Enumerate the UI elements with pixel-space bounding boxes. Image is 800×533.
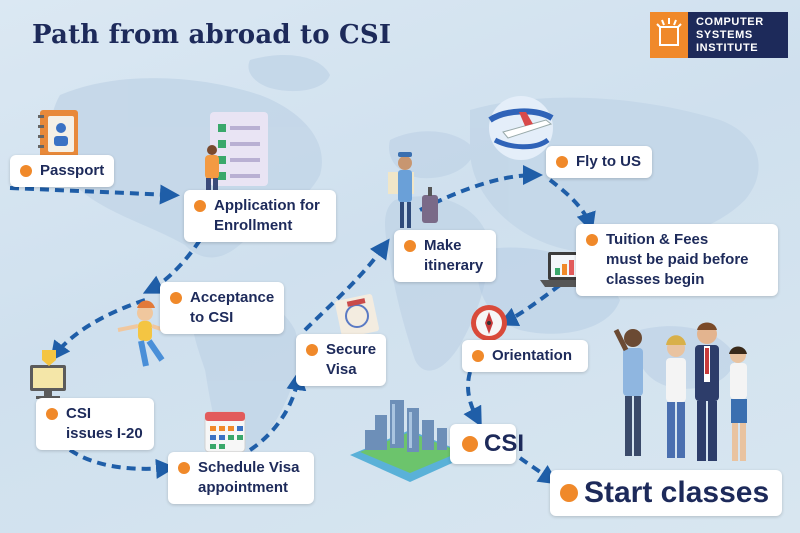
step-label: issues I-20 [66,425,143,442]
logo-mark-icon [650,12,688,58]
visa-stamp-icon [335,294,379,338]
step-label: Make [424,237,462,254]
airplane-icon [488,96,554,160]
step-label: to CSI [190,309,234,326]
students-icon [613,322,747,461]
step-tuition: Tuition & Fees must be paid before class… [576,224,778,296]
step-orientation: Orientation [462,340,588,372]
step-label: Tuition & Fees [606,231,709,248]
step-label: Schedule Visa [198,459,300,476]
step-label: Application for [214,197,320,214]
step-dot [462,436,478,452]
step-label: Passport [40,162,105,179]
step-label: Start classes [584,476,770,509]
step-label: Enrollment [214,217,293,234]
logo-text: COMPUTER SYSTEMS INSTITUTE [688,16,764,55]
step-dot [170,292,182,304]
checklist-icon [205,112,268,192]
step-label: appointment [198,479,288,496]
step-dot [306,344,318,356]
step-dot [20,165,32,177]
step-label: Acceptance [190,289,275,306]
step-acceptance: Acceptance to CSI [160,282,284,334]
step-label: CSI [66,405,92,422]
step-dot [556,156,568,168]
step-application: Application for Enrollment [184,190,336,242]
step-dot [46,408,58,420]
step-label: Secure [326,341,377,358]
step-i20: CSI issues I-20 [36,398,154,450]
step-secure-visa: Secure Visa [296,334,386,386]
step-label: itinerary [424,257,484,274]
step-label: Orientation [492,347,573,364]
logo-line: SYSTEMS [696,28,753,41]
step-passport: Passport [10,155,114,187]
step-label: Visa [326,361,357,378]
passport-icon [38,110,78,158]
logo-line: INSTITUTE [696,41,759,54]
computer-icon [30,350,66,399]
calendar-icon [204,411,246,453]
step-itinerary: Make itinerary [394,230,496,282]
step-start-classes: Start classes [550,470,782,516]
step-dot [560,484,578,502]
step-label: must be paid before [606,251,749,268]
csi-logo: COMPUTER SYSTEMS INSTITUTE [650,12,788,58]
step-csi: CSI [450,424,524,464]
logo-line: COMPUTER [696,15,764,28]
step-dot [472,350,484,362]
city-icon [350,400,470,482]
step-label: Fly to US [576,153,642,170]
step-label: classes begin [606,271,705,288]
step-dot [586,234,598,246]
step-fly: Fly to US [546,146,652,178]
step-dot [194,200,206,212]
step-dot [178,462,190,474]
step-schedule-visa: Schedule Visa appointment [168,452,314,504]
step-dot [404,240,416,252]
person-jump-icon [117,300,171,367]
compass-icon [471,305,507,341]
page-title: Path from abroad to CSI [32,20,392,50]
traveler-icon [388,152,438,228]
step-label: CSI [484,430,525,457]
